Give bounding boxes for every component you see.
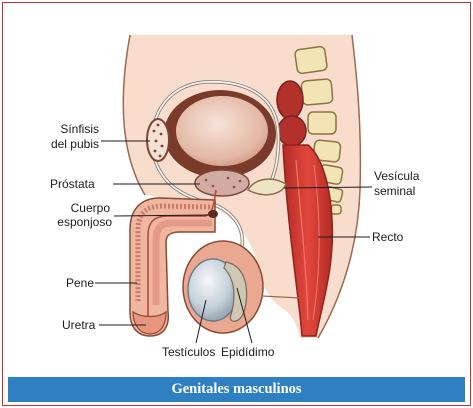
texture-dot bbox=[212, 185, 215, 188]
texture-dot bbox=[205, 179, 208, 182]
label-cuerpo-line1: Cuerpo bbox=[71, 201, 111, 215]
label-cuerpo-line2: esponjoso bbox=[57, 215, 112, 229]
texture-dot bbox=[154, 150, 157, 153]
vertebra bbox=[308, 112, 336, 134]
label-prostata: Próstata bbox=[50, 177, 95, 191]
label-pene: Pene bbox=[66, 276, 94, 290]
label-sinfisis-line2: del pubis bbox=[51, 137, 99, 151]
figure-caption: Genitales masculinos bbox=[171, 381, 301, 397]
prostate bbox=[195, 170, 249, 196]
label-testiculos: Testículos bbox=[162, 345, 215, 359]
caption-bar: Genitales masculinos bbox=[8, 377, 465, 402]
texture-dot bbox=[155, 140, 158, 143]
colon-segment bbox=[277, 81, 303, 119]
label-vesicula-line2: seminal bbox=[374, 184, 415, 198]
texture-dot bbox=[227, 177, 230, 180]
label-sinfisis-line1: Sínfisis bbox=[60, 122, 99, 136]
label-vesicula-line1: Vesícula bbox=[374, 169, 420, 183]
texture-dot bbox=[153, 130, 156, 133]
colon-segment bbox=[278, 116, 306, 146]
label-recto: Recto bbox=[372, 230, 404, 244]
texture-dot bbox=[159, 155, 162, 158]
coccyx bbox=[331, 205, 341, 214]
label-epididimo: Epidídimo bbox=[221, 345, 275, 359]
texture-dot bbox=[157, 124, 160, 127]
bulb-of-penis bbox=[208, 210, 218, 218]
texture-dot bbox=[161, 145, 164, 148]
texture-dot bbox=[160, 133, 163, 136]
texture-dot bbox=[233, 186, 236, 189]
vertebra bbox=[294, 46, 327, 74]
texture-dot bbox=[239, 180, 242, 183]
bladder-lumen bbox=[176, 96, 268, 166]
vertebra bbox=[301, 79, 333, 106]
label-uretra: Uretra bbox=[62, 318, 96, 332]
